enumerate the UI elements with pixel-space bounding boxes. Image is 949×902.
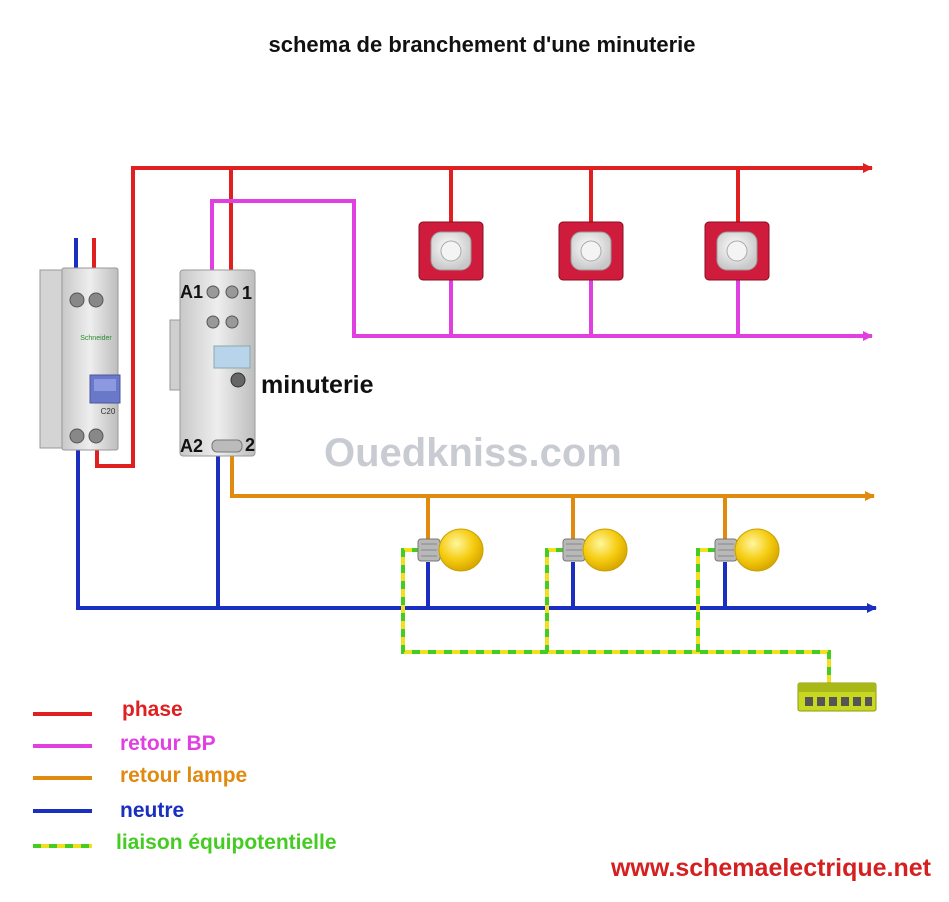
liaison-wiring: [401, 548, 831, 686]
timer-label: minuterie: [261, 371, 374, 399]
retour-lampe-wiring: [230, 452, 875, 540]
lamp-1: [417, 528, 484, 572]
timer-module: [169, 269, 256, 457]
retour-bp-wiring: [210, 199, 873, 341]
breaker-brand: Schneider: [80, 335, 112, 342]
circuit-breaker: Schneider C20: [39, 267, 121, 451]
terminal-2-label: 2: [245, 435, 255, 455]
lamp-2: [562, 528, 628, 572]
earth-terminal-block: [797, 682, 877, 712]
legend-retour-lampe-label: retour lampe: [120, 764, 247, 787]
push-button-1: [418, 221, 484, 281]
push-button-2: [558, 221, 624, 281]
legend: phase retour BP retour lampe neutre liai…: [33, 698, 337, 854]
breaker-rating: C20: [101, 407, 116, 416]
legend-liaison-label: liaison équipotentielle: [116, 831, 337, 854]
legend-phase-label: phase: [122, 698, 183, 721]
diagram-title: schema de branchement d'une minuterie: [268, 32, 695, 57]
terminal-a2-label: A2: [180, 436, 203, 456]
legend-retour-bp-label: retour BP: [120, 732, 216, 755]
footer-url: www.schemaelectrique.net: [610, 854, 932, 882]
neutre-wiring: [76, 445, 877, 613]
legend-neutre-label: neutre: [120, 799, 184, 822]
push-button-3: [704, 221, 770, 281]
terminal-a1-label: A1: [180, 282, 203, 302]
terminal-1-label: 1: [242, 283, 252, 303]
watermark: Ouedkniss.com: [324, 431, 622, 475]
lamp-3: [714, 528, 780, 572]
